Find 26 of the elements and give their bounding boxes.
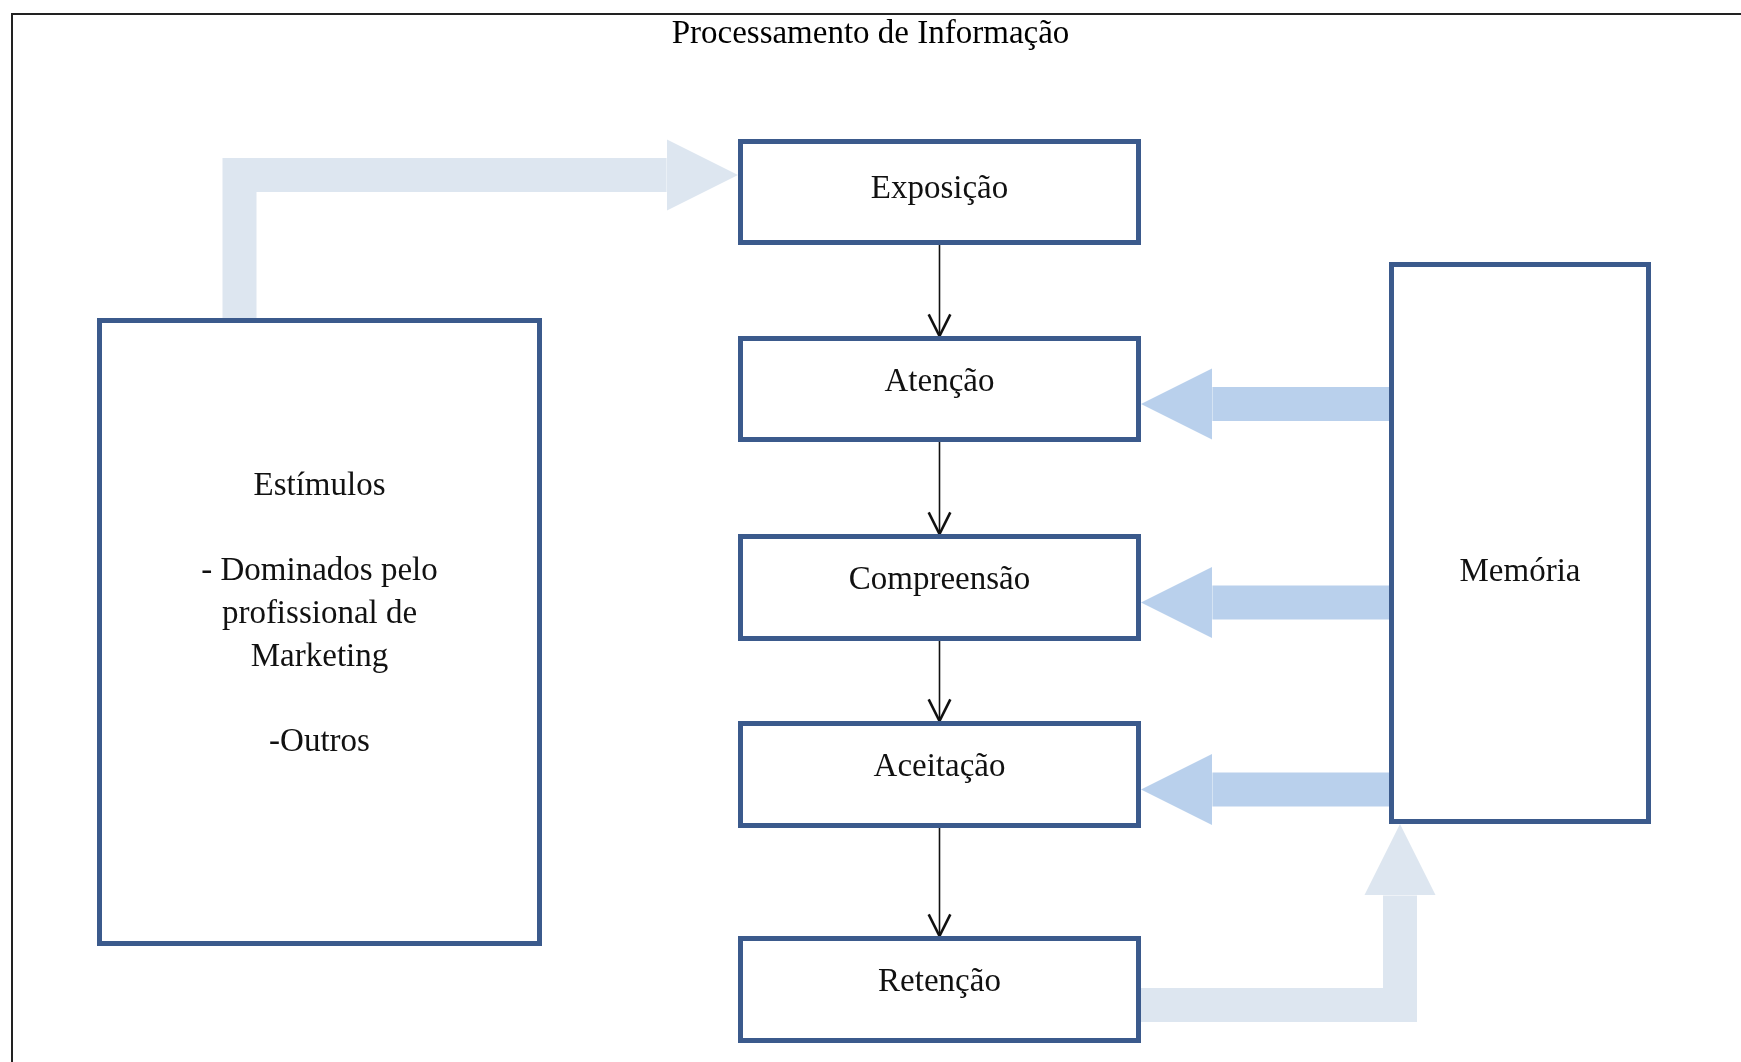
block-arrow: [222, 139, 738, 318]
node-label: Exposição: [870, 168, 1009, 207]
arrow: [927, 244, 952, 338]
node-label: Aceitação: [873, 746, 1006, 785]
diagram-title: Processamento de Informação: [671, 14, 1070, 50]
node-note: -Outros: [268, 720, 371, 760]
block-arrow: [1141, 566, 1389, 639]
process-box: [738, 139, 1141, 245]
node-label: Atenção: [884, 361, 995, 400]
arrow: [927, 827, 952, 938]
node-label: Retenção: [878, 961, 1001, 1000]
node-label: Memória: [1459, 551, 1581, 590]
process-box: [738, 534, 1141, 641]
block-arrow: [1141, 368, 1389, 440]
node-note: - Dominados pelo profissional de Marketing: [200, 549, 439, 675]
process-box: [738, 936, 1141, 1043]
block-arrow: [1141, 753, 1389, 826]
block-arrow: [1141, 824, 1436, 1022]
process-box: [738, 721, 1141, 828]
node-label: Compreensão: [848, 559, 1031, 598]
node-label: Estímulos: [252, 465, 387, 504]
process-box: [1389, 262, 1651, 824]
process-box: [738, 336, 1141, 442]
process-box: [97, 318, 542, 946]
arrow: [927, 640, 952, 723]
arrow: [927, 441, 952, 536]
